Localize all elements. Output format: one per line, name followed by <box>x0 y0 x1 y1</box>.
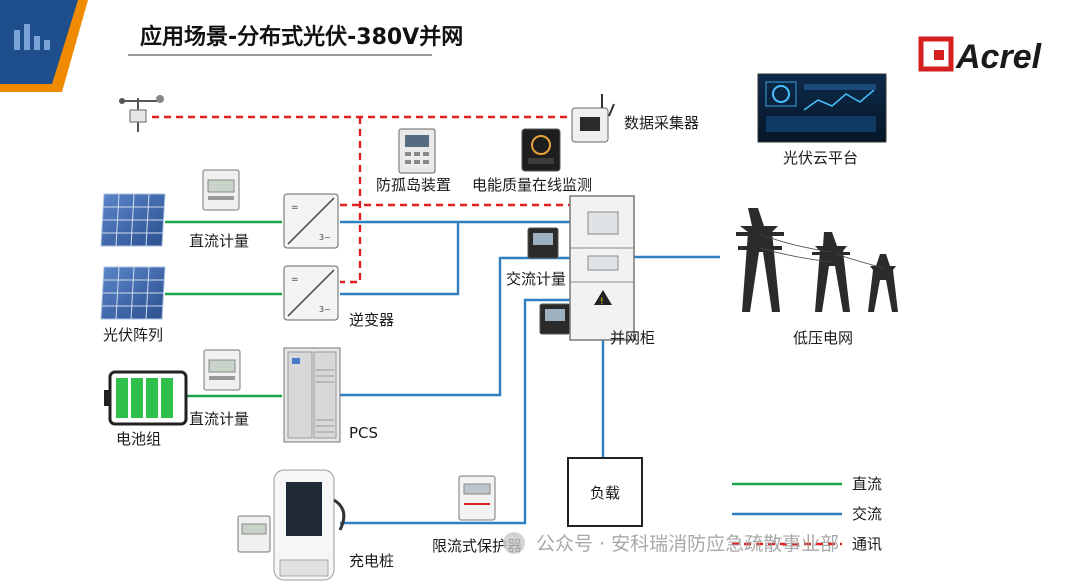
watermark: 公众号 · 安科瑞消防应急疏散事业部 <box>503 532 839 555</box>
inverter-icon: = 3~ <box>283 265 339 321</box>
acrel-logo-icon <box>918 36 954 72</box>
grid-cabinet-icon: ! <box>569 195 635 341</box>
label-limit-protector: 限流式保护器 <box>432 537 522 555</box>
legend-comm-label: 通讯 <box>852 535 882 553</box>
acrel-logo: Acrel <box>918 36 1043 76</box>
load-box <box>567 457 643 527</box>
legend-dc-label: 直流 <box>852 475 882 493</box>
power-wires <box>759 233 885 269</box>
ac-lines <box>340 220 720 525</box>
power-quality-monitor-icon <box>521 128 561 172</box>
label-grid-cabinet: 并网柜 <box>610 329 655 347</box>
label-inverter: 逆变器 <box>349 311 394 329</box>
dc-lines <box>165 220 282 398</box>
pv-panel-icon <box>100 193 166 247</box>
anti-islanding-device-icon <box>398 128 436 174</box>
inverter-icon: = 3~ <box>283 193 339 249</box>
label-battery: 电池组 <box>116 430 161 448</box>
label-dc-meter: 直流计量 <box>189 410 249 428</box>
weather-station-icon <box>119 95 164 132</box>
label-pv-array: 光伏阵列 <box>103 326 163 344</box>
data-collector-icon <box>571 94 615 143</box>
watermark-text: 公众号 · 安科瑞消防应急疏散事业部 <box>536 533 839 555</box>
current-limiting-protector-icon <box>458 475 496 521</box>
pcs-cabinet-icon <box>283 347 341 443</box>
charging-pile-icon <box>273 469 346 581</box>
legend: 直流 交流 通讯 <box>732 475 882 553</box>
pv-panel-icon <box>100 266 166 320</box>
ac-meter-icon <box>527 227 559 259</box>
transmission-tower-icon <box>812 232 850 312</box>
label-dc-meter: 直流计量 <box>189 232 249 250</box>
label-load: 负载 <box>590 484 620 502</box>
label-low-voltage-grid: 低压电网 <box>793 329 853 347</box>
label-cloud-platform: 光伏云平台 <box>783 149 858 167</box>
meter-icon <box>237 515 271 553</box>
battery-icon <box>104 370 188 426</box>
label-data-collector: 数据采集器 <box>624 114 699 132</box>
label-power-quality: 电能质量在线监测 <box>472 176 592 194</box>
svg-text:=: = <box>291 275 299 285</box>
transmission-tower-icon <box>868 254 898 312</box>
label-ac-meter: 交流计量 <box>506 270 566 288</box>
svg-text:=: = <box>291 203 299 213</box>
label-charger: 充电桩 <box>349 552 394 570</box>
dc-meter-icon <box>202 169 240 211</box>
svg-text:!: ! <box>600 297 604 307</box>
wechat-icon <box>503 532 525 554</box>
ac-meter-icon <box>539 303 571 335</box>
comm-lines <box>152 115 570 284</box>
dc-meter-icon <box>203 349 241 391</box>
label-pcs: PCS <box>349 424 378 442</box>
transmission-tower-icon <box>736 208 784 312</box>
brand-name: Acrel <box>955 38 1043 76</box>
legend-ac-label: 交流 <box>852 505 882 523</box>
page-title: 应用场景-分布式光伏-380V并网 <box>140 24 463 50</box>
svg-text:3~: 3~ <box>319 233 331 242</box>
svg-text:3~: 3~ <box>319 305 331 314</box>
cloud-platform-icon <box>757 73 887 143</box>
label-anti-islanding: 防孤岛装置 <box>376 176 451 194</box>
corner-decoration <box>0 0 88 92</box>
